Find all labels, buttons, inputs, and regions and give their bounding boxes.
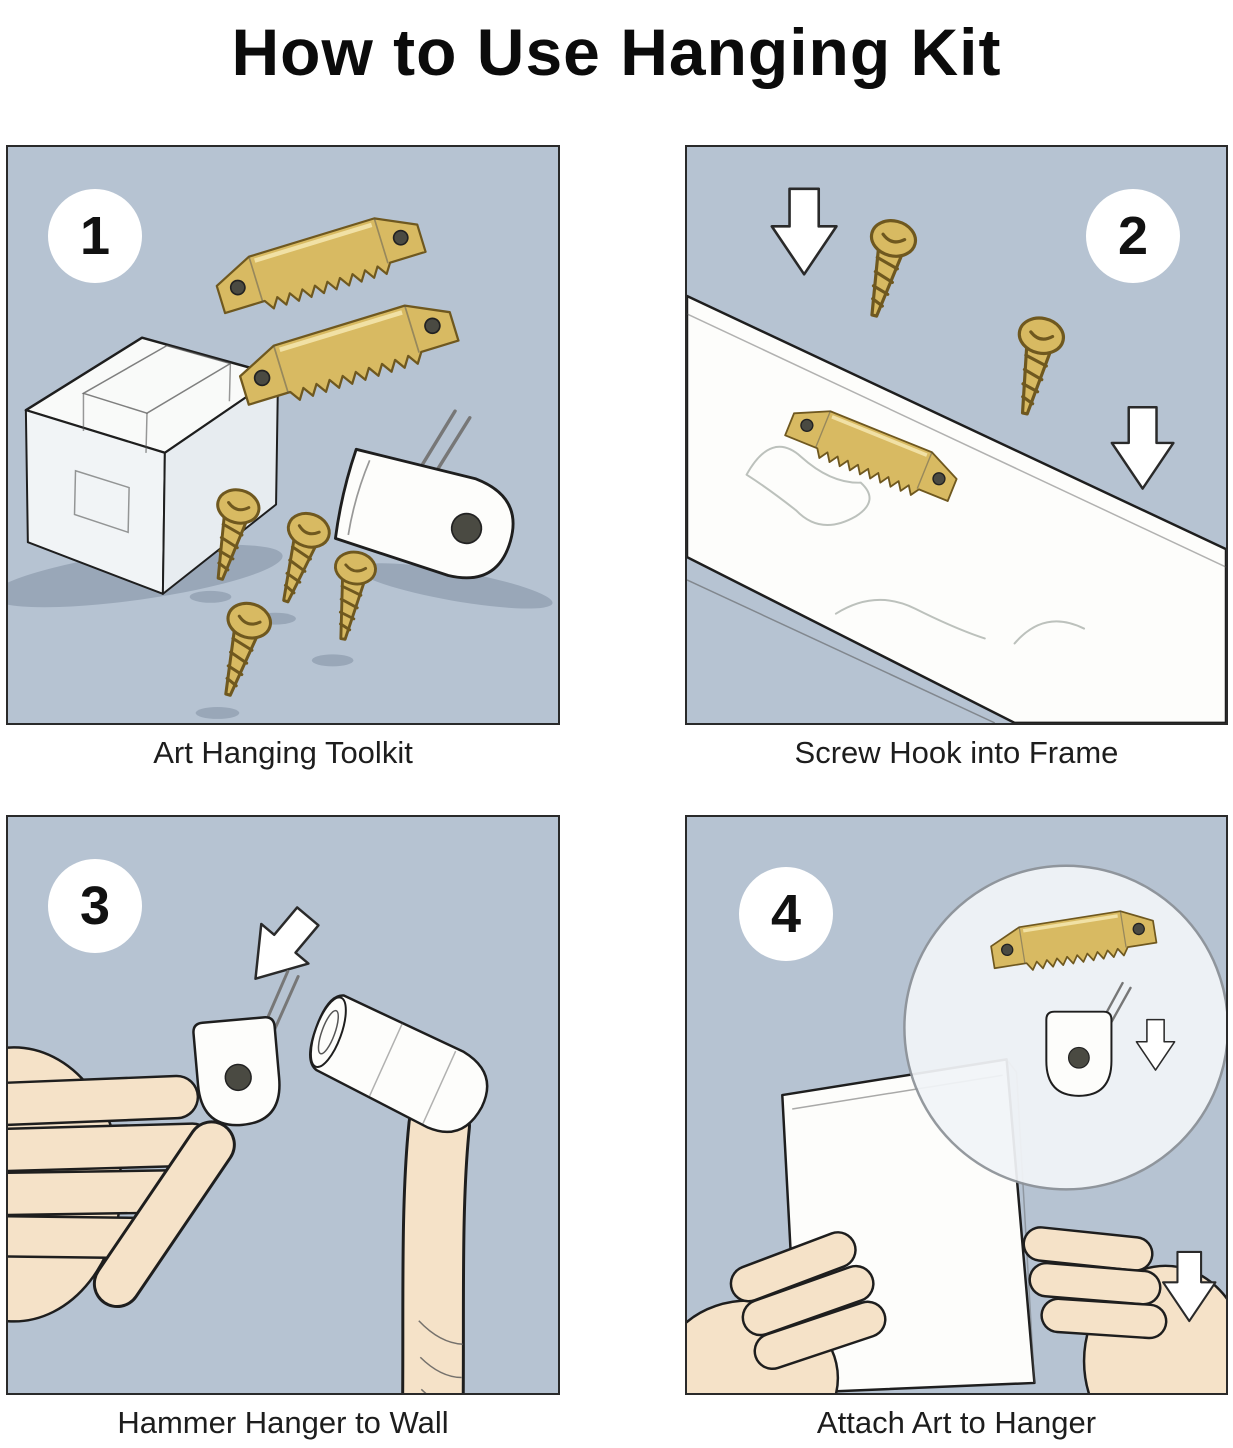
- plastic-box-illustration: [24, 336, 280, 595]
- sawtooth-hanger-illustration: [211, 207, 428, 323]
- screw-illustration: [1001, 312, 1069, 420]
- arrow-down-icon: [1110, 405, 1175, 490]
- caption-step-3: Hammer Hanger to Wall: [117, 1405, 449, 1440]
- screw-illustration: [321, 547, 380, 644]
- step-number-badge: 4: [739, 867, 833, 961]
- screw-illustration: [205, 596, 277, 703]
- arrow-down-icon: [770, 187, 838, 276]
- arrow-down-icon: [1162, 1250, 1217, 1323]
- step-number-badge: 3: [48, 859, 142, 953]
- step-panel-4: 4: [685, 815, 1228, 1395]
- wall-hook-illustration: [333, 409, 515, 580]
- hammer-to-wall-illustration: [8, 906, 489, 1393]
- wall-hanger-illustration: [192, 969, 300, 1127]
- arrow-down-left-icon: [254, 906, 320, 980]
- caption-step-1: Art Hanging Toolkit: [153, 735, 413, 770]
- caption-step-2: Screw Hook into Frame: [794, 735, 1119, 770]
- step-panel-1: 1: [6, 145, 560, 725]
- step-number-badge: 2: [1086, 189, 1180, 283]
- step-number: 1: [79, 206, 111, 266]
- step-number-badge: 1: [48, 189, 142, 283]
- screw-illustration: [851, 214, 921, 323]
- frame-board-illustration: [687, 294, 1226, 723]
- hammer-illustration: [308, 994, 489, 1393]
- attach-art-illustration: [687, 864, 1226, 1393]
- magnifier-circle: [903, 864, 1226, 1191]
- step-panel-2: 2: [685, 145, 1228, 725]
- thumb-illustration: [92, 1120, 236, 1309]
- step-number: 3: [79, 876, 111, 936]
- hand-illustration: [8, 1046, 215, 1323]
- caption-step-4: Attach Art to Hanger: [816, 1405, 1097, 1440]
- page-title: How to Use Hanging Kit: [231, 15, 1002, 89]
- screw-into-frame-illustration: [687, 187, 1226, 723]
- step-number: 4: [770, 884, 802, 944]
- arrow-down-icon: [1135, 1018, 1176, 1071]
- step-panel-3: 3: [6, 815, 560, 1395]
- sawtooth-hanger-illustration: [234, 294, 461, 415]
- wall-hook-illustration: [1045, 981, 1132, 1097]
- toolkit-illustration: [8, 147, 553, 719]
- left-hand-illustration: [687, 1231, 887, 1393]
- step-number: 2: [1117, 206, 1149, 266]
